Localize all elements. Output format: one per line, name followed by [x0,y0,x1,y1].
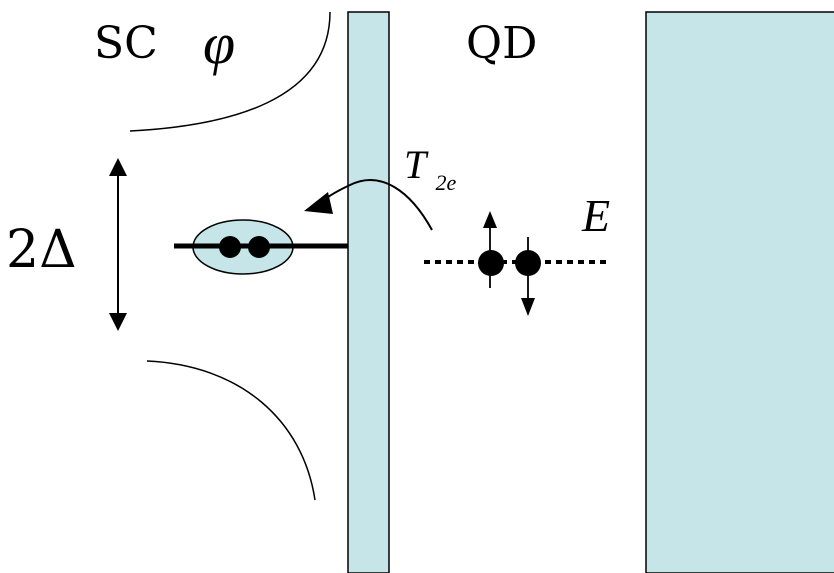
right-electrode [645,11,834,573]
gap-label: 2Δ [6,220,77,280]
sc-label: SC [94,18,158,69]
qd-electron-spin-up [478,211,504,288]
tunneling-arrowhead [304,192,333,214]
phase-label: φ [203,11,235,76]
tunneling-label: T 2e [404,142,457,195]
qd-label: QD [466,18,537,69]
tunneling-subscript: 2e [436,170,457,195]
gap-double-arrow [109,158,127,331]
qd-electron-spin-down [515,237,541,316]
tunnel-barrier [347,11,390,573]
lower-gap-edge-curve [146,360,316,501]
upper-gap-edge-curve [129,11,331,132]
cooper-pair-electron-2 [248,236,270,258]
energy-level-label: E [581,190,610,241]
tunneling-symbol: T [404,142,429,187]
cooper-pair-electron-1 [219,236,241,258]
